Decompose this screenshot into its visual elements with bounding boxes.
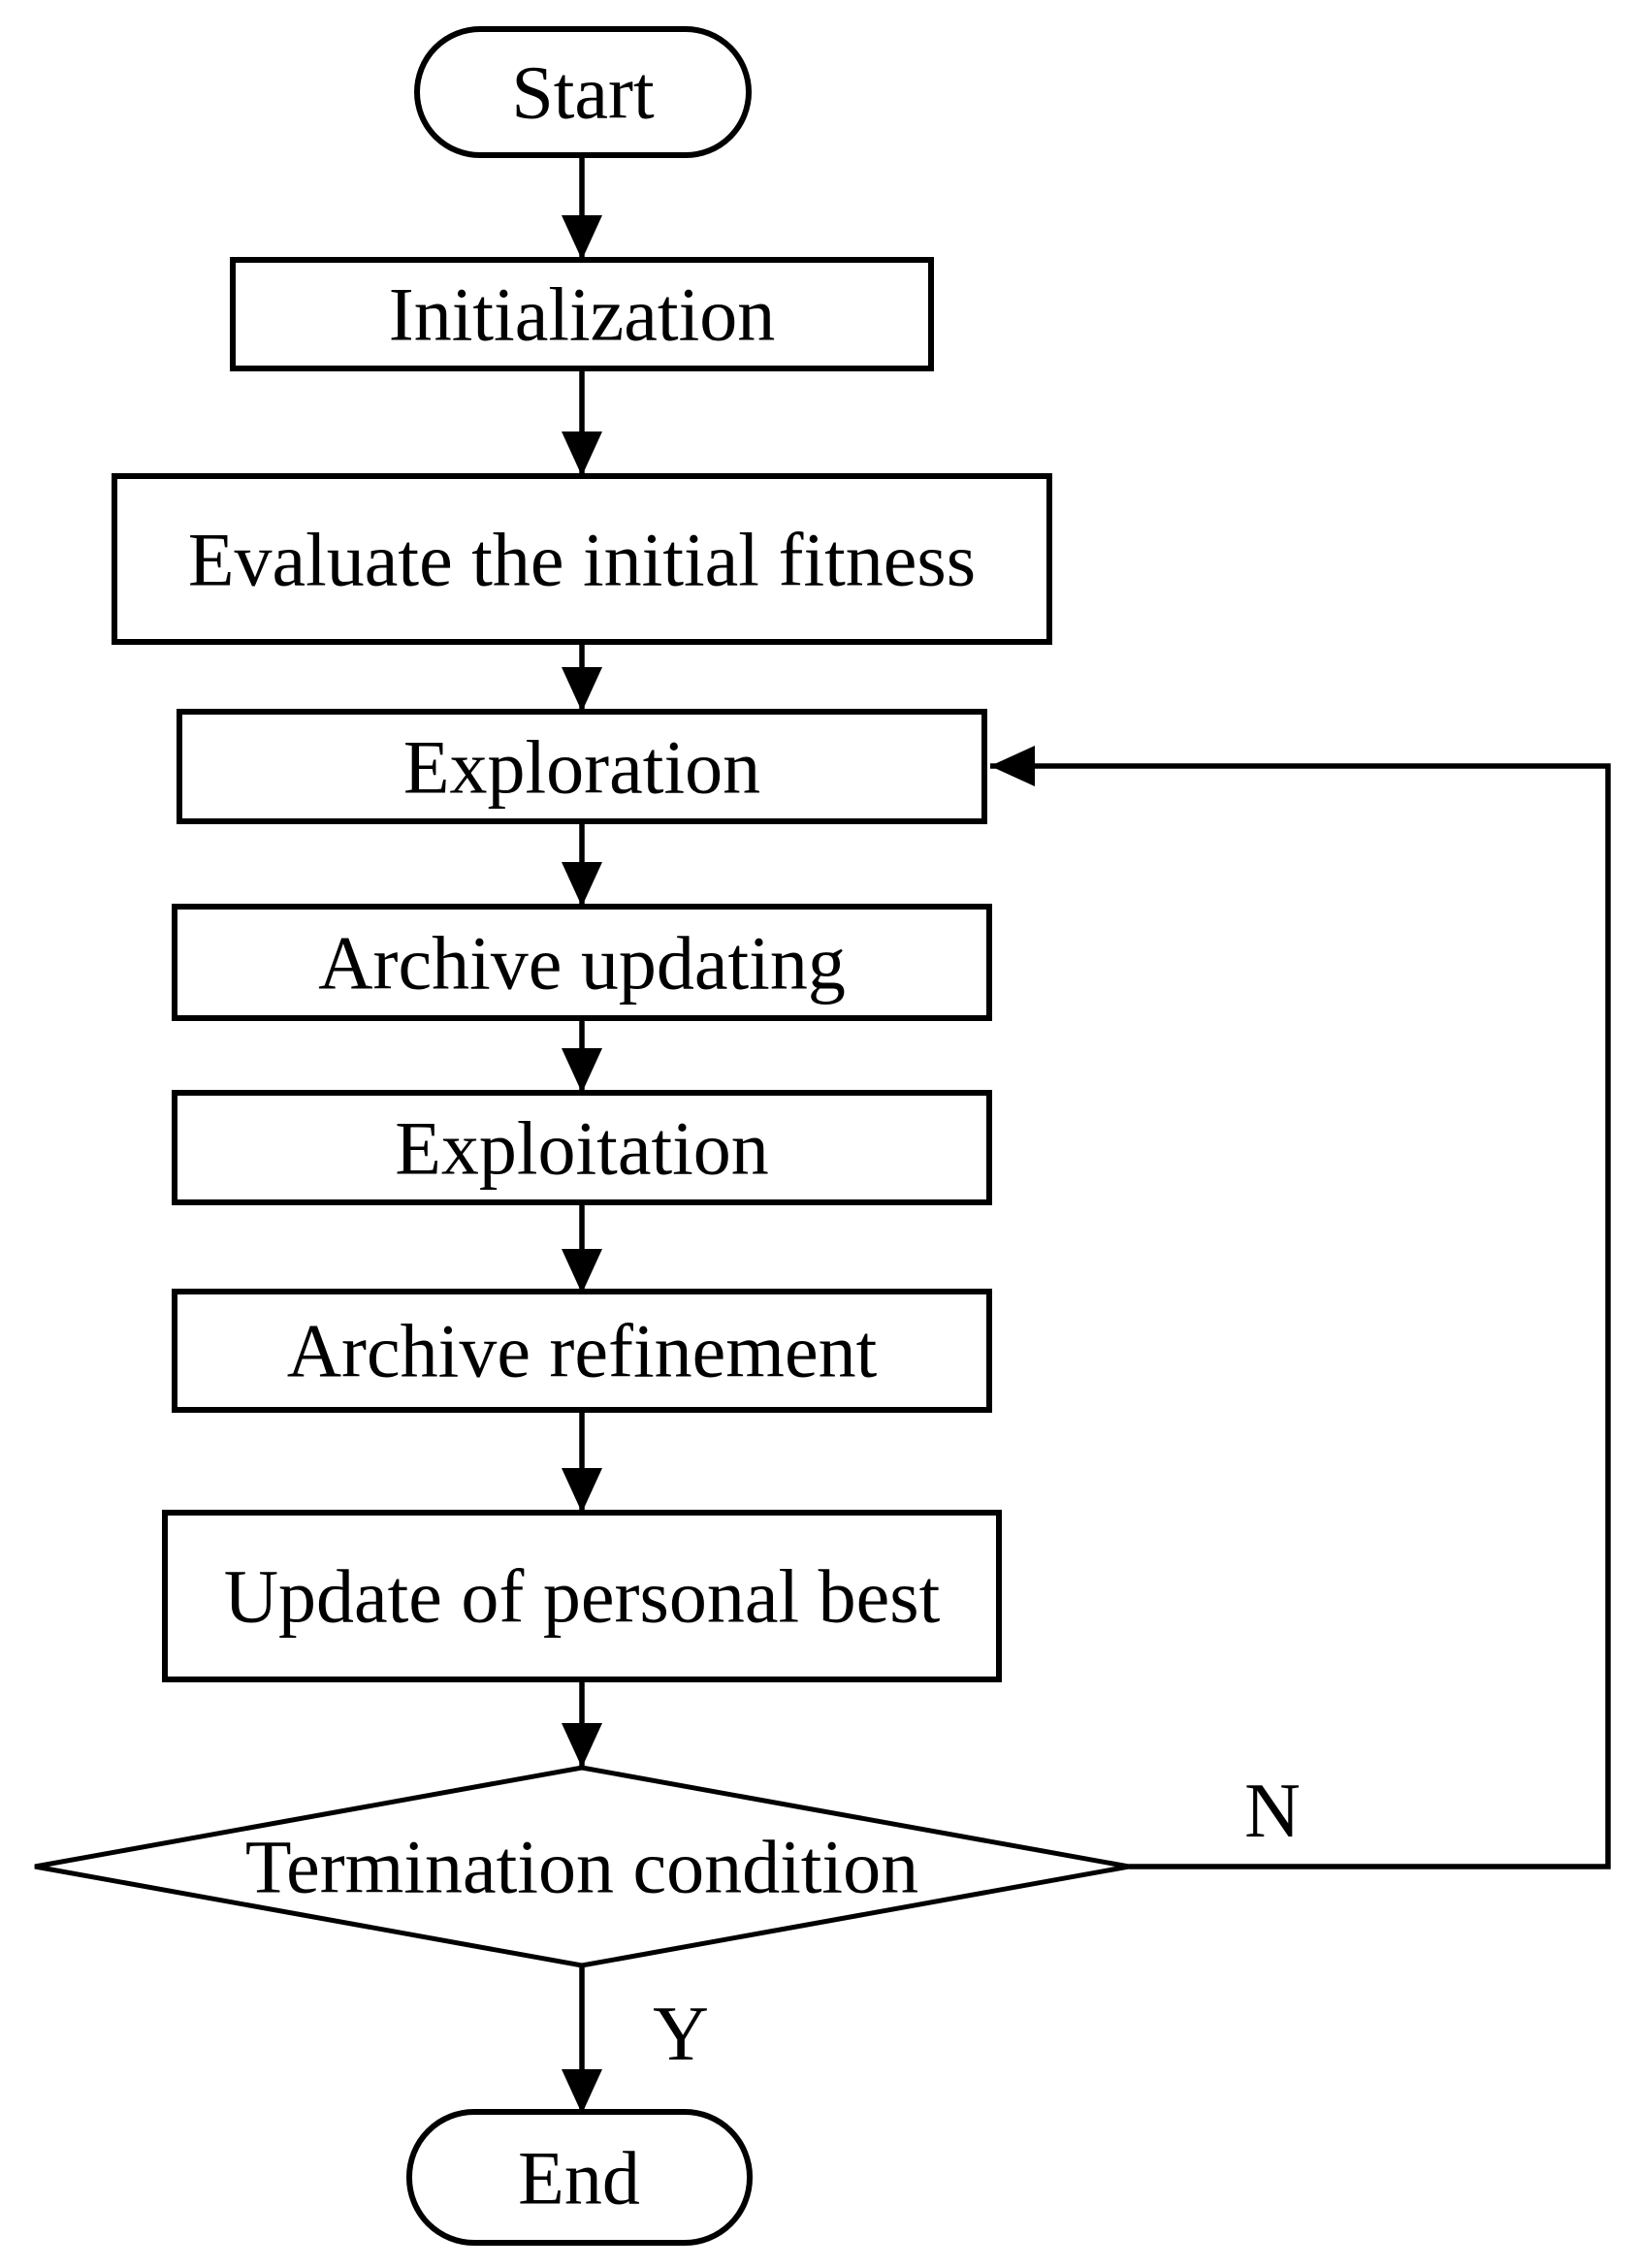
termination-decision-shape: [34, 1765, 1130, 1968]
exploration-process-shape: [177, 709, 987, 824]
archive-updating-label: Archive updating: [318, 921, 846, 1006]
edges: [562, 157, 1611, 2114]
node-start: Start: [414, 26, 752, 158]
node-exploitation: Exploitation: [172, 1090, 992, 1205]
end-label: End: [518, 2136, 640, 2220]
node-archive-updating: Archive updating: [172, 904, 992, 1021]
archive-refinement-label: Archive refinement: [287, 1309, 878, 1393]
node-update-personal-best: Update of personal best: [162, 1510, 1002, 1682]
update-personal-best-process-shape: [162, 1510, 1002, 1682]
node-evaluate: Evaluate the initial fitness: [112, 473, 1052, 645]
node-exploration: Exploration: [177, 709, 987, 824]
branch-label-no: N: [1244, 1769, 1301, 1854]
initialization-process-shape: [230, 257, 934, 371]
start-label: Start: [511, 50, 655, 135]
edge-termination-loop-to-exploration: [990, 746, 1611, 1869]
node-archive-refinement: Archive refinement: [172, 1289, 992, 1413]
exploration-label: Exploration: [403, 725, 760, 810]
end-terminator-shape: [406, 2109, 753, 2246]
evaluate-label: Evaluate the initial fitness: [188, 518, 976, 602]
exploitation-process-shape: [172, 1090, 992, 1205]
initialization-label: Initialization: [389, 272, 776, 357]
evaluate-process-shape: [112, 473, 1052, 645]
termination-label: Termination condition: [245, 1825, 918, 1909]
branch-label-yes: Y: [653, 1992, 709, 2077]
archive-refinement-process-shape: [172, 1289, 992, 1413]
node-initialization: Initialization: [230, 257, 934, 371]
start-terminator-shape: [414, 26, 752, 158]
node-termination-decision: Termination condition: [34, 1765, 1130, 1968]
archive-updating-process-shape: [172, 904, 992, 1021]
update-personal-best-label: Update of personal best: [224, 1554, 941, 1639]
exploitation-label: Exploitation: [395, 1106, 769, 1191]
node-end: End: [406, 2109, 753, 2246]
